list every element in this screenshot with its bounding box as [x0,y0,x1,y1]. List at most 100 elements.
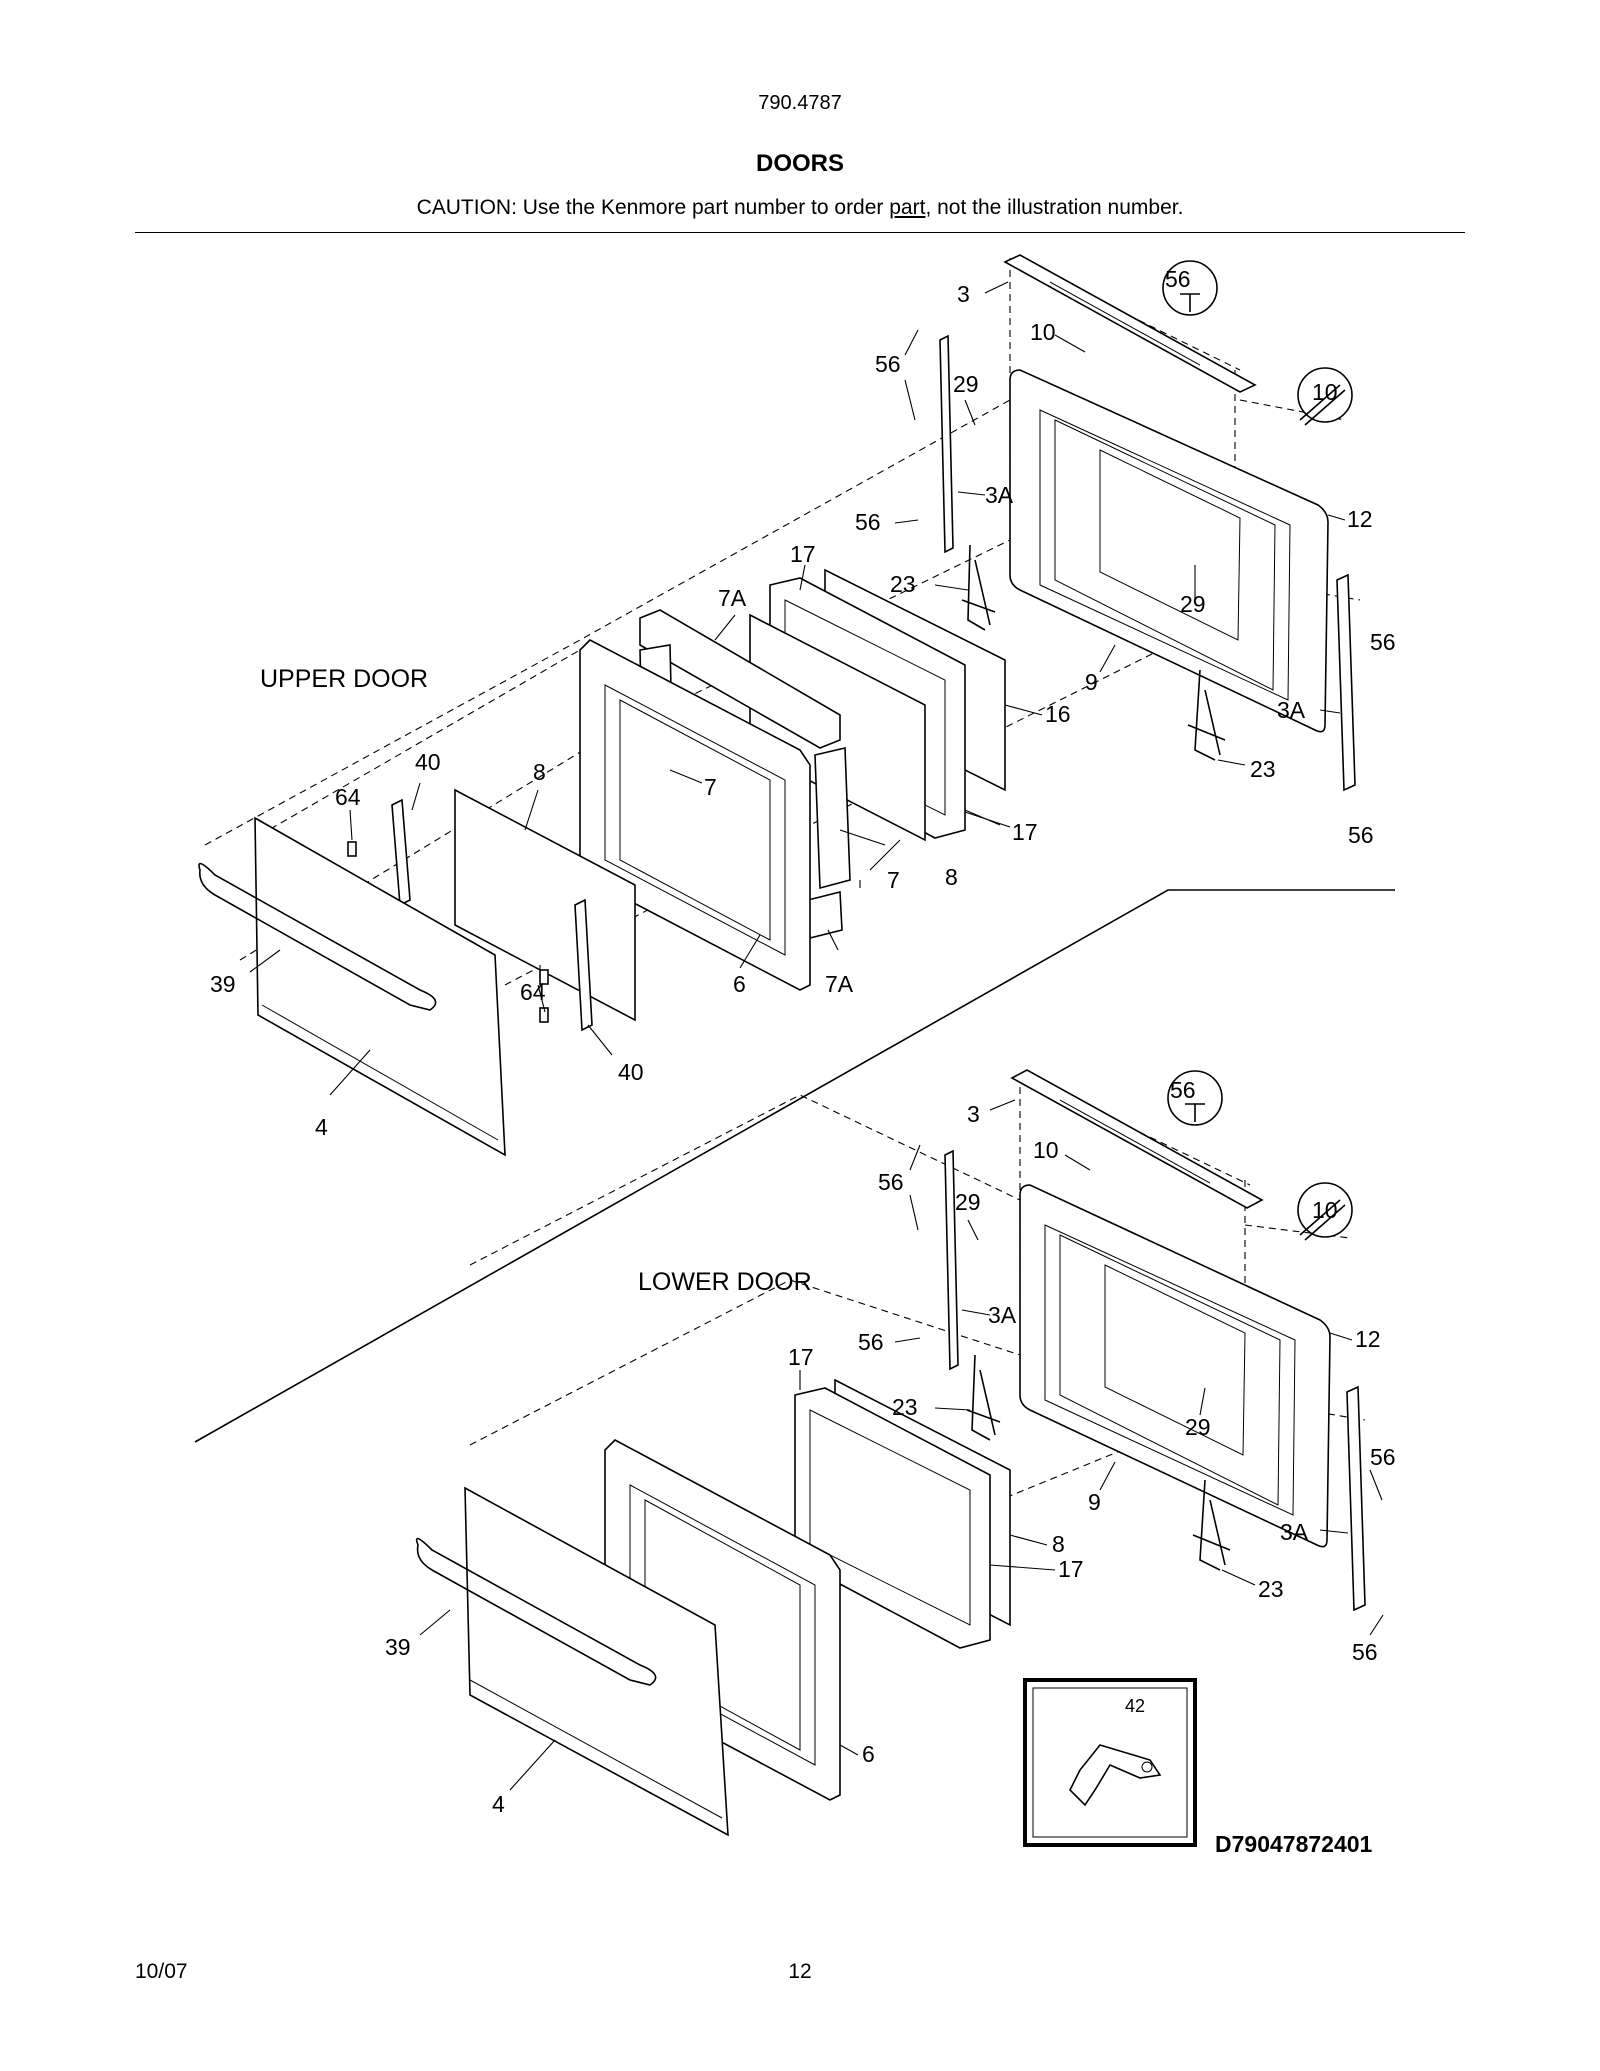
lower-label-3A-left: 3A [988,1302,1017,1328]
upper-label-6: 6 [733,971,746,997]
upper-label-12: 12 [1347,506,1373,532]
upper-label-4: 4 [315,1114,328,1140]
upper-label-64-bottom: 64 [520,979,546,1005]
upper-bracket-40-top [391,798,411,907]
lower-label-29-right: 29 [1185,1414,1211,1440]
lower-label-6: 6 [862,1741,875,1767]
lower-label-23-right: 23 [1258,1576,1284,1602]
upper-side-trim-left [939,334,954,554]
upper-label-16: 16 [1045,701,1071,727]
upper-inner-door [1009,369,1329,733]
caution-text-end: , not the illustration number. [925,196,1184,219]
upper-door-heading: UPPER DOOR [260,665,428,693]
upper-label-29-top: 29 [953,371,979,397]
upper-label-17-top: 17 [790,541,816,567]
screw-callout-10-lower [1297,1182,1353,1238]
upper-label-7-right: 7 [887,867,900,893]
lower-hinge-right [1192,1479,1231,1571]
upper-label-56-bottom: 56 [1348,822,1374,848]
upper-label-10-circle: 10 [1312,379,1338,405]
lower-side-trim-right [1346,1385,1366,1612]
upper-door-handle [198,862,437,1011]
caution-text-start: CAUTION: Use the Kenmore part number to … [416,196,890,219]
upper-door-assembly [198,254,1361,1157]
upper-label-23-right: 23 [1250,756,1276,782]
upper-label-3: 3 [957,281,970,307]
inset-label-42: 42 [1125,1696,1145,1716]
lower-hinge-left [966,1354,1001,1441]
upper-insulation-7Ab [807,890,843,940]
upper-bracket-40-bottom [574,898,593,1032]
inset-box: 42 [1023,1678,1197,1847]
screw-callout-10-upper [1297,367,1353,423]
upper-label-56-mid: 56 [855,509,881,535]
footer-date: 10/07 [135,1960,188,1983]
upper-label-7: 7 [704,774,717,800]
page-title: DOORS [755,150,844,177]
lower-label-56-circle: 56 [1170,1077,1196,1103]
upper-top-trim [1003,254,1257,393]
upper-label-7A-top: 7A [718,585,747,611]
lower-label-9: 9 [1088,1489,1101,1515]
model-number: 790.4787 [758,92,842,114]
upper-label-17-bottom: 17 [1012,819,1038,845]
lower-label-29-top: 29 [955,1189,981,1215]
upper-hinge-left [961,544,996,631]
upper-label-29-right: 29 [1180,591,1206,617]
upper-glass-8-middle [454,788,636,1022]
lower-label-23-left: 23 [892,1394,918,1420]
lower-label-17-top: 17 [788,1344,814,1370]
upper-label-10: 10 [1030,319,1056,345]
lower-callouts: 3 56 10 10 56 29 3A 12 56 17 23 29 56 9 … [385,1077,1396,1817]
upper-label-56-circle: 56 [1165,266,1191,292]
lower-label-56-bottom: 56 [1352,1639,1378,1665]
upper-side-trim-right [1336,573,1356,792]
lower-label-56-right: 56 [1370,1444,1396,1470]
upper-label-9: 9 [1085,669,1098,695]
upper-callouts: 3 56 10 10 56 29 3A 12 56 23 17 7A 29 56… [210,266,1396,1140]
page-number: 12 [788,1960,812,1983]
upper-label-40-bottom: 40 [618,1059,644,1085]
lower-side-trim-left [944,1149,959,1371]
upper-label-56-right: 56 [1370,629,1396,655]
upper-label-39: 39 [210,971,236,997]
lower-label-3: 3 [967,1101,980,1127]
lower-label-4: 4 [492,1791,505,1817]
upper-insulation-7b [814,747,851,890]
upper-label-40-top: 40 [415,749,441,775]
upper-label-8-top: 8 [533,759,546,785]
upper-hinge-right [1187,669,1226,761]
caution-link: part [889,196,926,219]
lower-label-56-mid: 56 [858,1329,884,1355]
header-rule [135,232,1465,233]
screw-callout-56-lower [1167,1070,1223,1126]
lower-door-handle [415,1537,657,1686]
upper-label-3A-left: 3A [985,482,1014,508]
lower-label-10-circle: 10 [1312,1197,1338,1223]
screw-callout-56-upper [1162,260,1218,316]
lower-label-8: 8 [1052,1531,1065,1557]
lower-top-trim [1010,1069,1264,1209]
upper-label-3A-right: 3A [1277,697,1306,723]
lower-door-heading: LOWER DOOR [638,1268,812,1296]
upper-outer-door-panel [254,816,506,1157]
lower-label-10: 10 [1033,1137,1059,1163]
caution-note: CAUTION: Use the Kenmore part number to … [0,196,1600,220]
upper-label-8-bottom: 8 [945,864,958,890]
upper-label-64-top: 64 [335,784,361,810]
lower-label-56-left: 56 [878,1169,904,1195]
upper-label-7A-bottom: 7A [825,971,854,997]
lower-label-39: 39 [385,1634,411,1660]
upper-label-56-left: 56 [875,351,901,377]
lower-door-assembly [415,1069,1366,1837]
bracket-42-icon [1069,1744,1162,1807]
lower-label-12: 12 [1355,1326,1381,1352]
diagram-code: D79047872401 [1215,1831,1373,1857]
lower-label-3A-right: 3A [1280,1519,1309,1545]
lower-label-17-bottom: 17 [1058,1556,1084,1582]
upper-label-23-left: 23 [890,571,916,597]
section-divider [194,889,1395,1443]
upper-insulation-7A [639,609,841,749]
lower-inner-door [1019,1184,1331,1548]
